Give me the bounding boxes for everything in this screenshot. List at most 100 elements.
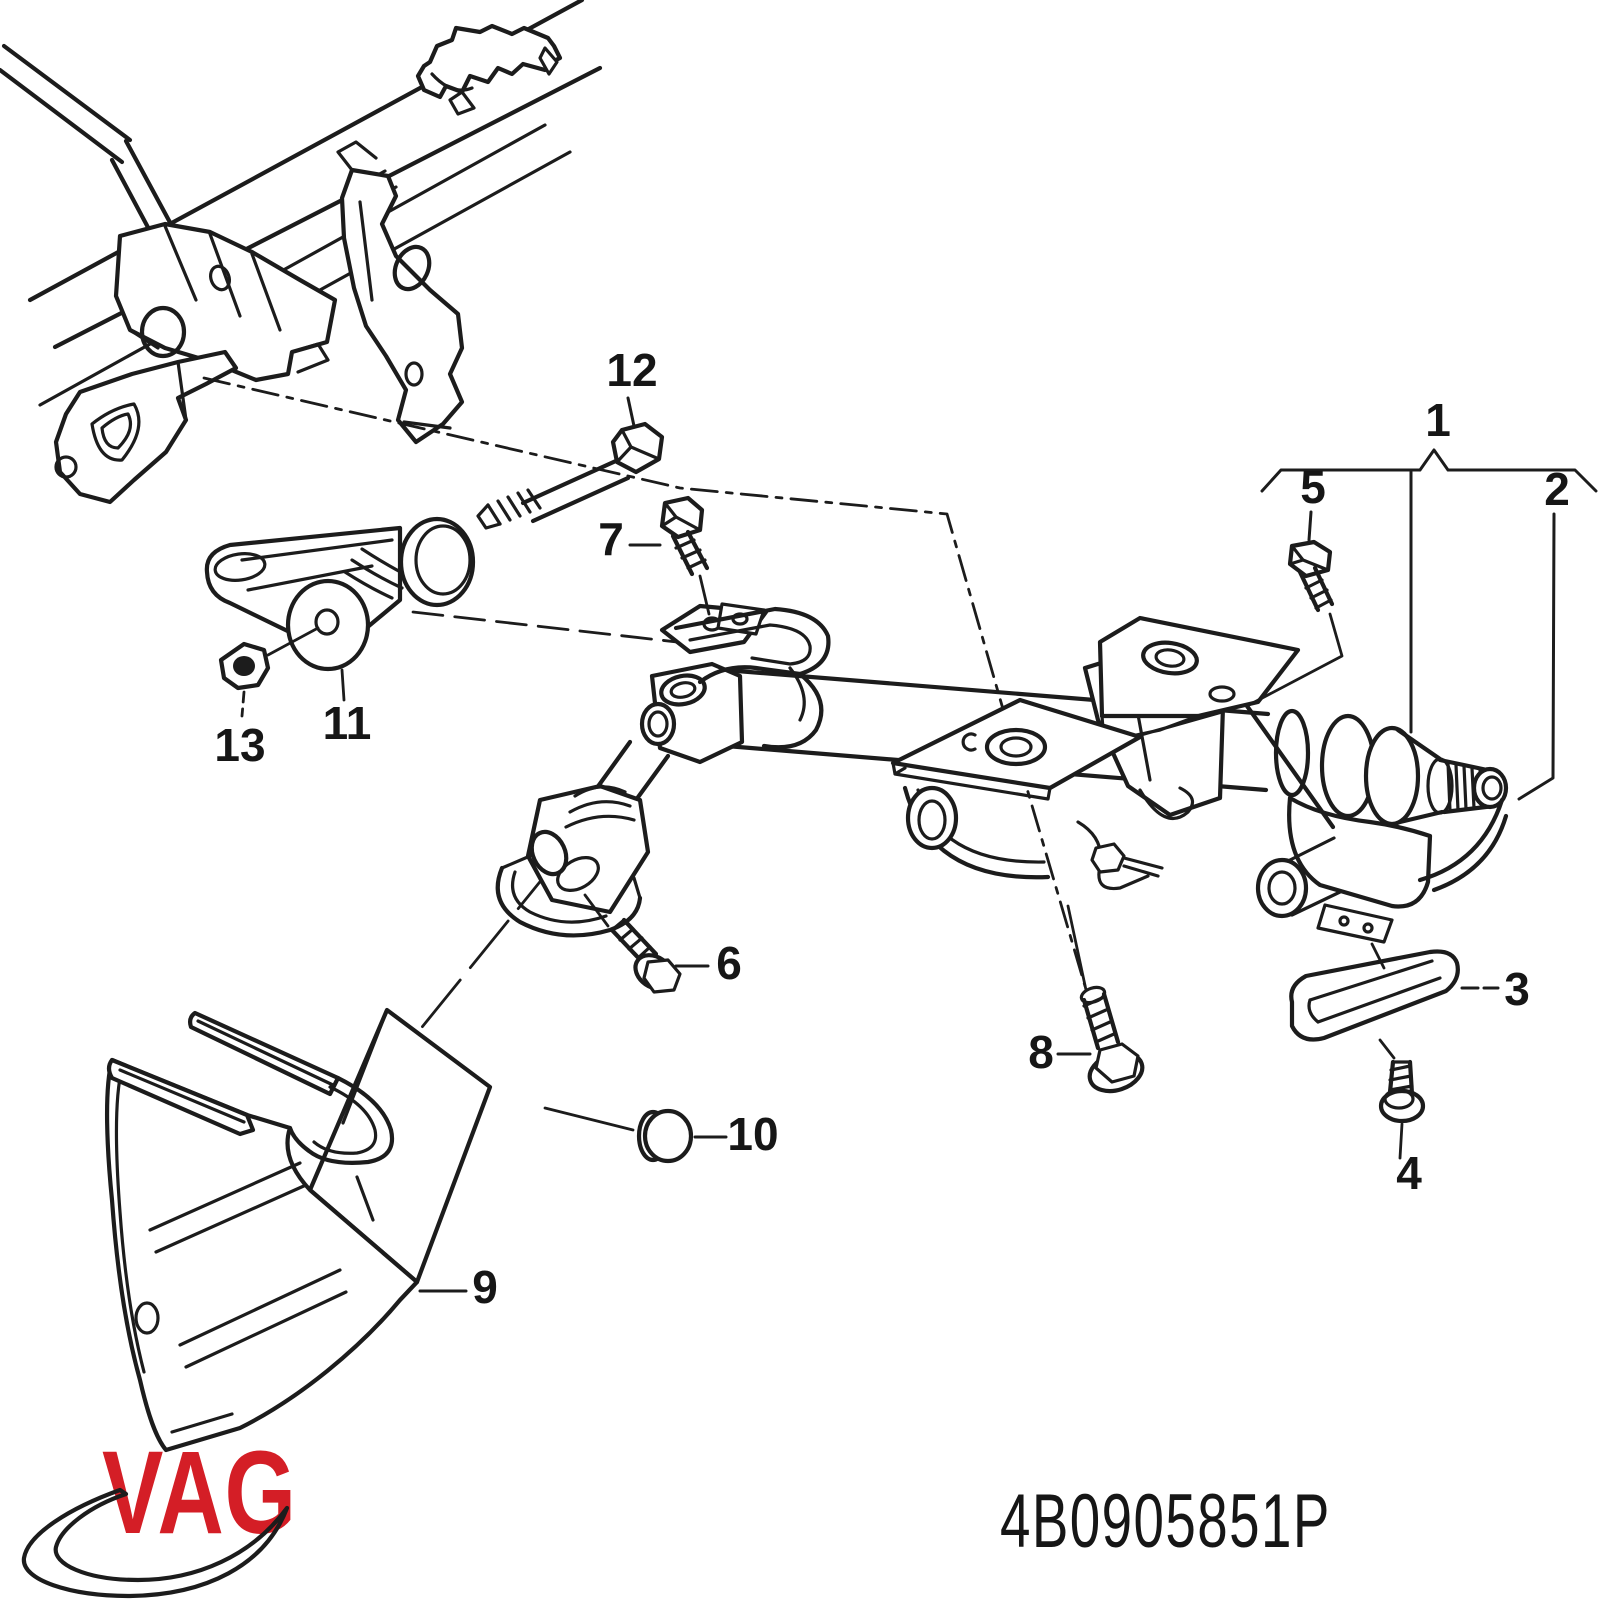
vag-logo-text: VAG [102,1427,297,1559]
joint-strap-ends [500,854,642,900]
bolt-5 [1245,539,1344,708]
bolt-8-hex [1094,1042,1140,1084]
bolt-4 [1378,1059,1426,1124]
bolt-7 [659,495,711,616]
hook-bolt-nut [1090,842,1126,874]
column-flat-bracket [1097,615,1301,719]
bolt-5-head-facet [1288,544,1330,572]
flat-bracket-hole-inner [1154,648,1186,668]
upper-bearing-cup [639,701,677,747]
shroud-crease-band-2 [178,1268,348,1369]
bracket-center-hole-large [139,305,187,359]
shroud-prong-left-hem [118,1068,246,1124]
bolt-7-head-facets [660,501,702,532]
bolt-6-head [642,958,682,994]
bolt-5-threads [1304,578,1333,610]
callout-13: 13 [214,719,265,771]
center-plate-lip [891,761,1052,801]
housing-cone [1395,727,1445,825]
lower-joint-ribs [564,785,636,829]
callout-10: 10 [727,1108,778,1160]
bolt-12 [476,421,665,530]
cap-10-leader [543,1106,635,1132]
bracket-top-tab [538,46,559,76]
callout-3: 3 [1504,963,1530,1015]
callout-1-bracket [1260,448,1598,493]
bracket-right-fold [358,200,374,302]
callout-9: 9 [472,1261,498,1313]
splined-shaft-end-inner [1481,775,1503,801]
callout-4: 4 [1396,1147,1422,1199]
callout-leaders [626,396,1598,1056]
callout-5-line [1307,510,1313,542]
plate-3-upper-leader [1370,942,1386,970]
bolt-12-head [610,421,665,475]
bracket-center-hole-small [208,264,232,292]
center-plate-hole-inner [999,736,1033,758]
support-arm-slot [213,552,267,582]
housing-boss-end [1255,857,1309,919]
shroud-crease-band-1 [148,1161,308,1254]
callout-8: 8 [1028,1026,1054,1078]
shroud-body [104,1057,420,1453]
bracket-right-foot-line [402,420,452,430]
bolt-4-leader [1398,1122,1404,1160]
housing-boss-sides [1286,836,1342,917]
housing-clamp-band [1417,797,1509,893]
shroud-collar-outer [287,1075,395,1165]
upper-yoke-eye [659,673,707,707]
bracket-top-stamped [415,23,563,100]
housing-bottom-tab [1316,903,1394,944]
bolt-7-tip-leader [698,574,711,616]
steering-column [495,602,1509,944]
part-number: 4B0905851P [1000,1479,1331,1564]
callout-labels: 1 2 3 4 5 6 7 8 9 10 11 12 13 [214,344,1569,1313]
bracket-right-stamped [339,167,465,445]
bushing-flange [398,516,476,608]
plate-3-lower-leader [1378,1038,1396,1060]
housing-tab-hole-2 [1362,922,1374,934]
fasteners [609,495,1426,1124]
bolt-8-shank [1081,991,1121,1051]
joint-strap-inner [510,870,608,924]
nut-13-hole [233,656,255,676]
vertical-bracket-curl [1138,786,1195,821]
flat-bracket-hole-outer [1141,640,1199,676]
housing-tab-hole-1 [1338,915,1350,927]
callout-5: 5 [1300,461,1326,513]
bracket-lower-left-bolt [54,455,78,479]
shroud-panel-fold [341,1008,389,1222]
flat-bracket-hole-right [1208,685,1236,703]
callout-11: 11 [323,697,372,749]
bracket-lower-left-slot [90,402,141,462]
support-arm-group [204,421,665,718]
bracket-right-hole-large [392,244,432,292]
clamp-strap-inner [688,623,812,666]
bolt-5-leader [1245,612,1344,708]
bracket-top-foot [448,90,476,116]
crossmember-assembly [0,0,603,505]
bolt-12-threads [486,488,542,526]
upper-yoke-body [649,661,745,765]
mount-axis-leader [202,376,1015,746]
crossmember-rail-top-edge [38,123,547,407]
washer-disc [285,578,371,672]
bolt-5-shank [1297,565,1335,613]
bolt-4-threads [1388,1060,1414,1092]
shroud-hole [134,1301,160,1335]
hook-bolt-stud [1122,856,1164,878]
bolt-6-threads [610,918,652,960]
housing-lower-block [1287,795,1433,909]
nut-13-leader [240,690,246,718]
cover-plate-3 [1289,942,1460,1160]
bolt-12-tip [476,503,502,530]
washer-11-leader [340,668,346,702]
shroud-bottom-fold [170,1412,234,1434]
washer-disc-hole [314,608,340,636]
washer-to-nut-leader [266,626,320,657]
arm-to-clamp-leader [411,610,688,645]
bolt-7-threads [674,538,707,570]
callout-2: 2 [1544,463,1570,515]
shroud-prong-upper-hem [196,1019,335,1087]
